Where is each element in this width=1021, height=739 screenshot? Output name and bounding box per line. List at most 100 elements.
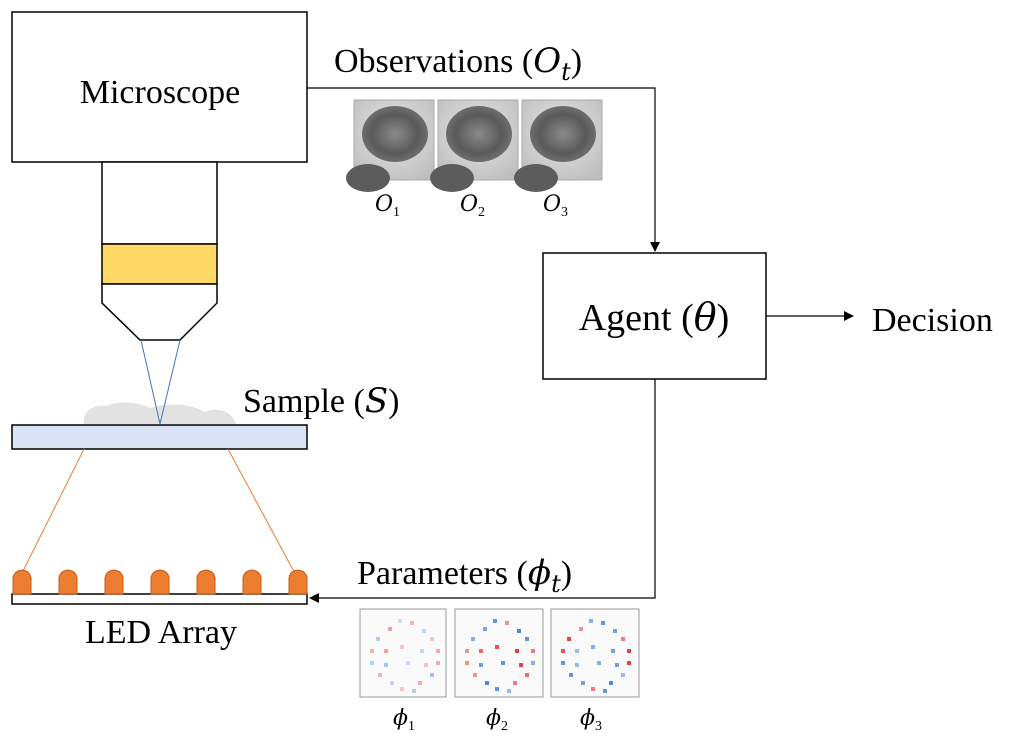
sample-label: Sample (S): [243, 381, 399, 421]
parameter-caption-3: ϕ3: [580, 706, 602, 734]
pattern-dot: [561, 649, 565, 653]
pattern-dot: [483, 627, 487, 631]
led: [242, 569, 262, 595]
pattern-dot: [436, 649, 440, 653]
pattern-dot: [519, 663, 523, 667]
pattern-dot: [589, 619, 593, 623]
led: [288, 569, 308, 595]
parameters-arrow: [309, 379, 656, 603]
led: [12, 569, 32, 595]
cone-right-ray: [159, 339, 181, 425]
pattern-dot: [384, 663, 388, 667]
pattern-dot: [493, 619, 497, 623]
pattern-dot: [400, 687, 404, 691]
pattern-dot: [479, 663, 483, 667]
observation-caption-3: O3: [543, 192, 568, 220]
pattern-dot: [436, 661, 440, 665]
pattern-dot: [609, 681, 613, 685]
pattern-dot: [567, 637, 571, 641]
parameter-thumbnail-3: [550, 608, 640, 698]
observation-thumbnail-2: [430, 99, 519, 192]
led: [150, 569, 170, 595]
pattern-dot: [569, 673, 573, 677]
microscope-box: [11, 11, 308, 163]
sample-slide: [11, 424, 308, 450]
parameter-thumbnail-2: [454, 608, 544, 698]
pattern-dot: [505, 621, 509, 625]
pattern-dot: [485, 681, 489, 685]
pattern-dot: [517, 629, 521, 633]
observations-label: Observations (Ot): [334, 41, 582, 86]
observation-thumbnail-1: [346, 99, 435, 192]
pattern-dot: [611, 649, 615, 653]
pattern-dot: [525, 637, 529, 641]
pattern-dot: [384, 649, 388, 653]
pattern-dot: [507, 689, 511, 693]
objective-lens: [101, 283, 218, 341]
led: [58, 569, 78, 595]
microscope-tube: [101, 161, 218, 245]
pattern-dot: [400, 645, 404, 649]
pattern-dot: [418, 681, 422, 685]
sample-blob: [83, 402, 236, 424]
pattern-dot: [422, 629, 426, 633]
pattern-dot: [613, 629, 617, 633]
pattern-dot: [376, 637, 380, 641]
observations-arrow: [307, 87, 660, 252]
pattern-dot: [627, 661, 631, 665]
parameters-label: Parameters (ϕt): [357, 553, 572, 598]
led-group: [12, 569, 308, 595]
observation-caption-2: O2: [460, 192, 485, 220]
pattern-dot: [398, 619, 402, 623]
agent-label: Agent (θ): [579, 295, 730, 339]
pattern-dot: [515, 649, 519, 653]
pattern-dot: [388, 627, 392, 631]
pattern-dot: [465, 661, 469, 665]
lens-band: [101, 243, 218, 285]
led-light-right: [227, 448, 300, 582]
pattern-dot: [495, 645, 499, 649]
cone-left-ray: [140, 339, 161, 425]
pattern-dot: [579, 627, 583, 631]
pattern-dot: [473, 673, 477, 677]
pattern-dot: [479, 649, 483, 653]
led: [104, 569, 124, 595]
observation-caption-1: O1: [375, 192, 400, 220]
pattern-dot: [621, 637, 625, 641]
pattern-dot: [465, 649, 469, 653]
microscope-label: Microscope: [80, 74, 241, 111]
pattern-dot: [406, 661, 410, 665]
led-array-label: LED Array: [85, 614, 237, 651]
pattern-dot: [531, 661, 535, 665]
pattern-dot: [430, 673, 434, 677]
pattern-dot: [531, 649, 535, 653]
pattern-dot: [471, 637, 475, 641]
pattern-dot: [420, 649, 424, 653]
parameter-caption-2: ϕ2: [486, 706, 508, 734]
pattern-dot: [513, 681, 517, 685]
decision-label: Decision: [872, 302, 993, 339]
pattern-dot: [378, 673, 382, 677]
pattern-dot: [390, 681, 394, 685]
pattern-dot: [575, 649, 579, 653]
pattern-dot: [412, 689, 416, 693]
pattern-dot: [495, 687, 499, 691]
led-array-base: [11, 593, 308, 605]
pattern-dot: [627, 649, 631, 653]
pattern-dot: [591, 645, 595, 649]
pattern-dot: [410, 621, 414, 625]
pattern-dot: [501, 661, 505, 665]
led: [196, 569, 216, 595]
pattern-dot: [370, 649, 374, 653]
parameter-thumbnail-1: [359, 608, 447, 698]
observation-thumbnail-3: [514, 99, 603, 192]
pattern-dot: [601, 621, 605, 625]
pattern-dot: [621, 673, 625, 677]
pattern-dot: [603, 689, 607, 693]
pattern-dot: [424, 663, 428, 667]
pattern-dot: [615, 663, 619, 667]
pattern-dot: [591, 687, 595, 691]
pattern-dot: [430, 637, 434, 641]
